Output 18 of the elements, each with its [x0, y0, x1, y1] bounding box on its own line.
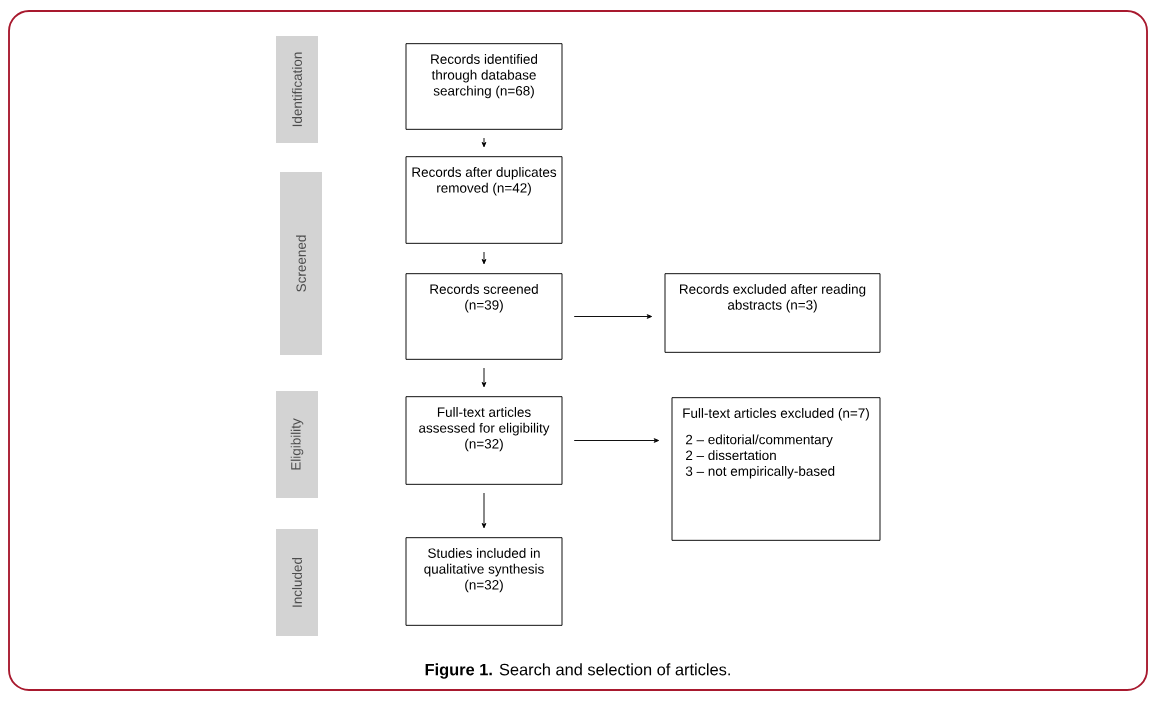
- stage-band: Identification: [276, 36, 318, 143]
- arrow: [573, 314, 653, 319]
- figure-caption: Figure 1. Search and selection of articles.: [425, 663, 730, 679]
- arrow: [481, 492, 487, 529]
- process-box: Records after duplicates removed (n=42): [405, 156, 563, 244]
- process-box: Full-text articles assessed for eligibility (n=32): [405, 396, 563, 485]
- arrow: [481, 137, 487, 148]
- stage-band: Eligibility: [276, 391, 318, 498]
- arrow: [481, 251, 487, 265]
- exclusion-box: Full-text articles excluded (n=7) 2 – editorial/commentary 2 – dissertation 3 – not empirically-based: [671, 397, 881, 541]
- process-box: Records excluded after reading abstracts (n=3): [664, 273, 881, 353]
- process-box: Studies included in qualitative synthesis (n=32): [405, 537, 563, 626]
- process-box: Records identified through database searching (n=68): [405, 43, 563, 130]
- arrow: [481, 367, 487, 388]
- stage-band: Included: [276, 529, 318, 636]
- process-box: Records screened (n=39): [405, 273, 563, 360]
- arrow: [573, 438, 660, 443]
- stage-band: Screened: [280, 172, 322, 355]
